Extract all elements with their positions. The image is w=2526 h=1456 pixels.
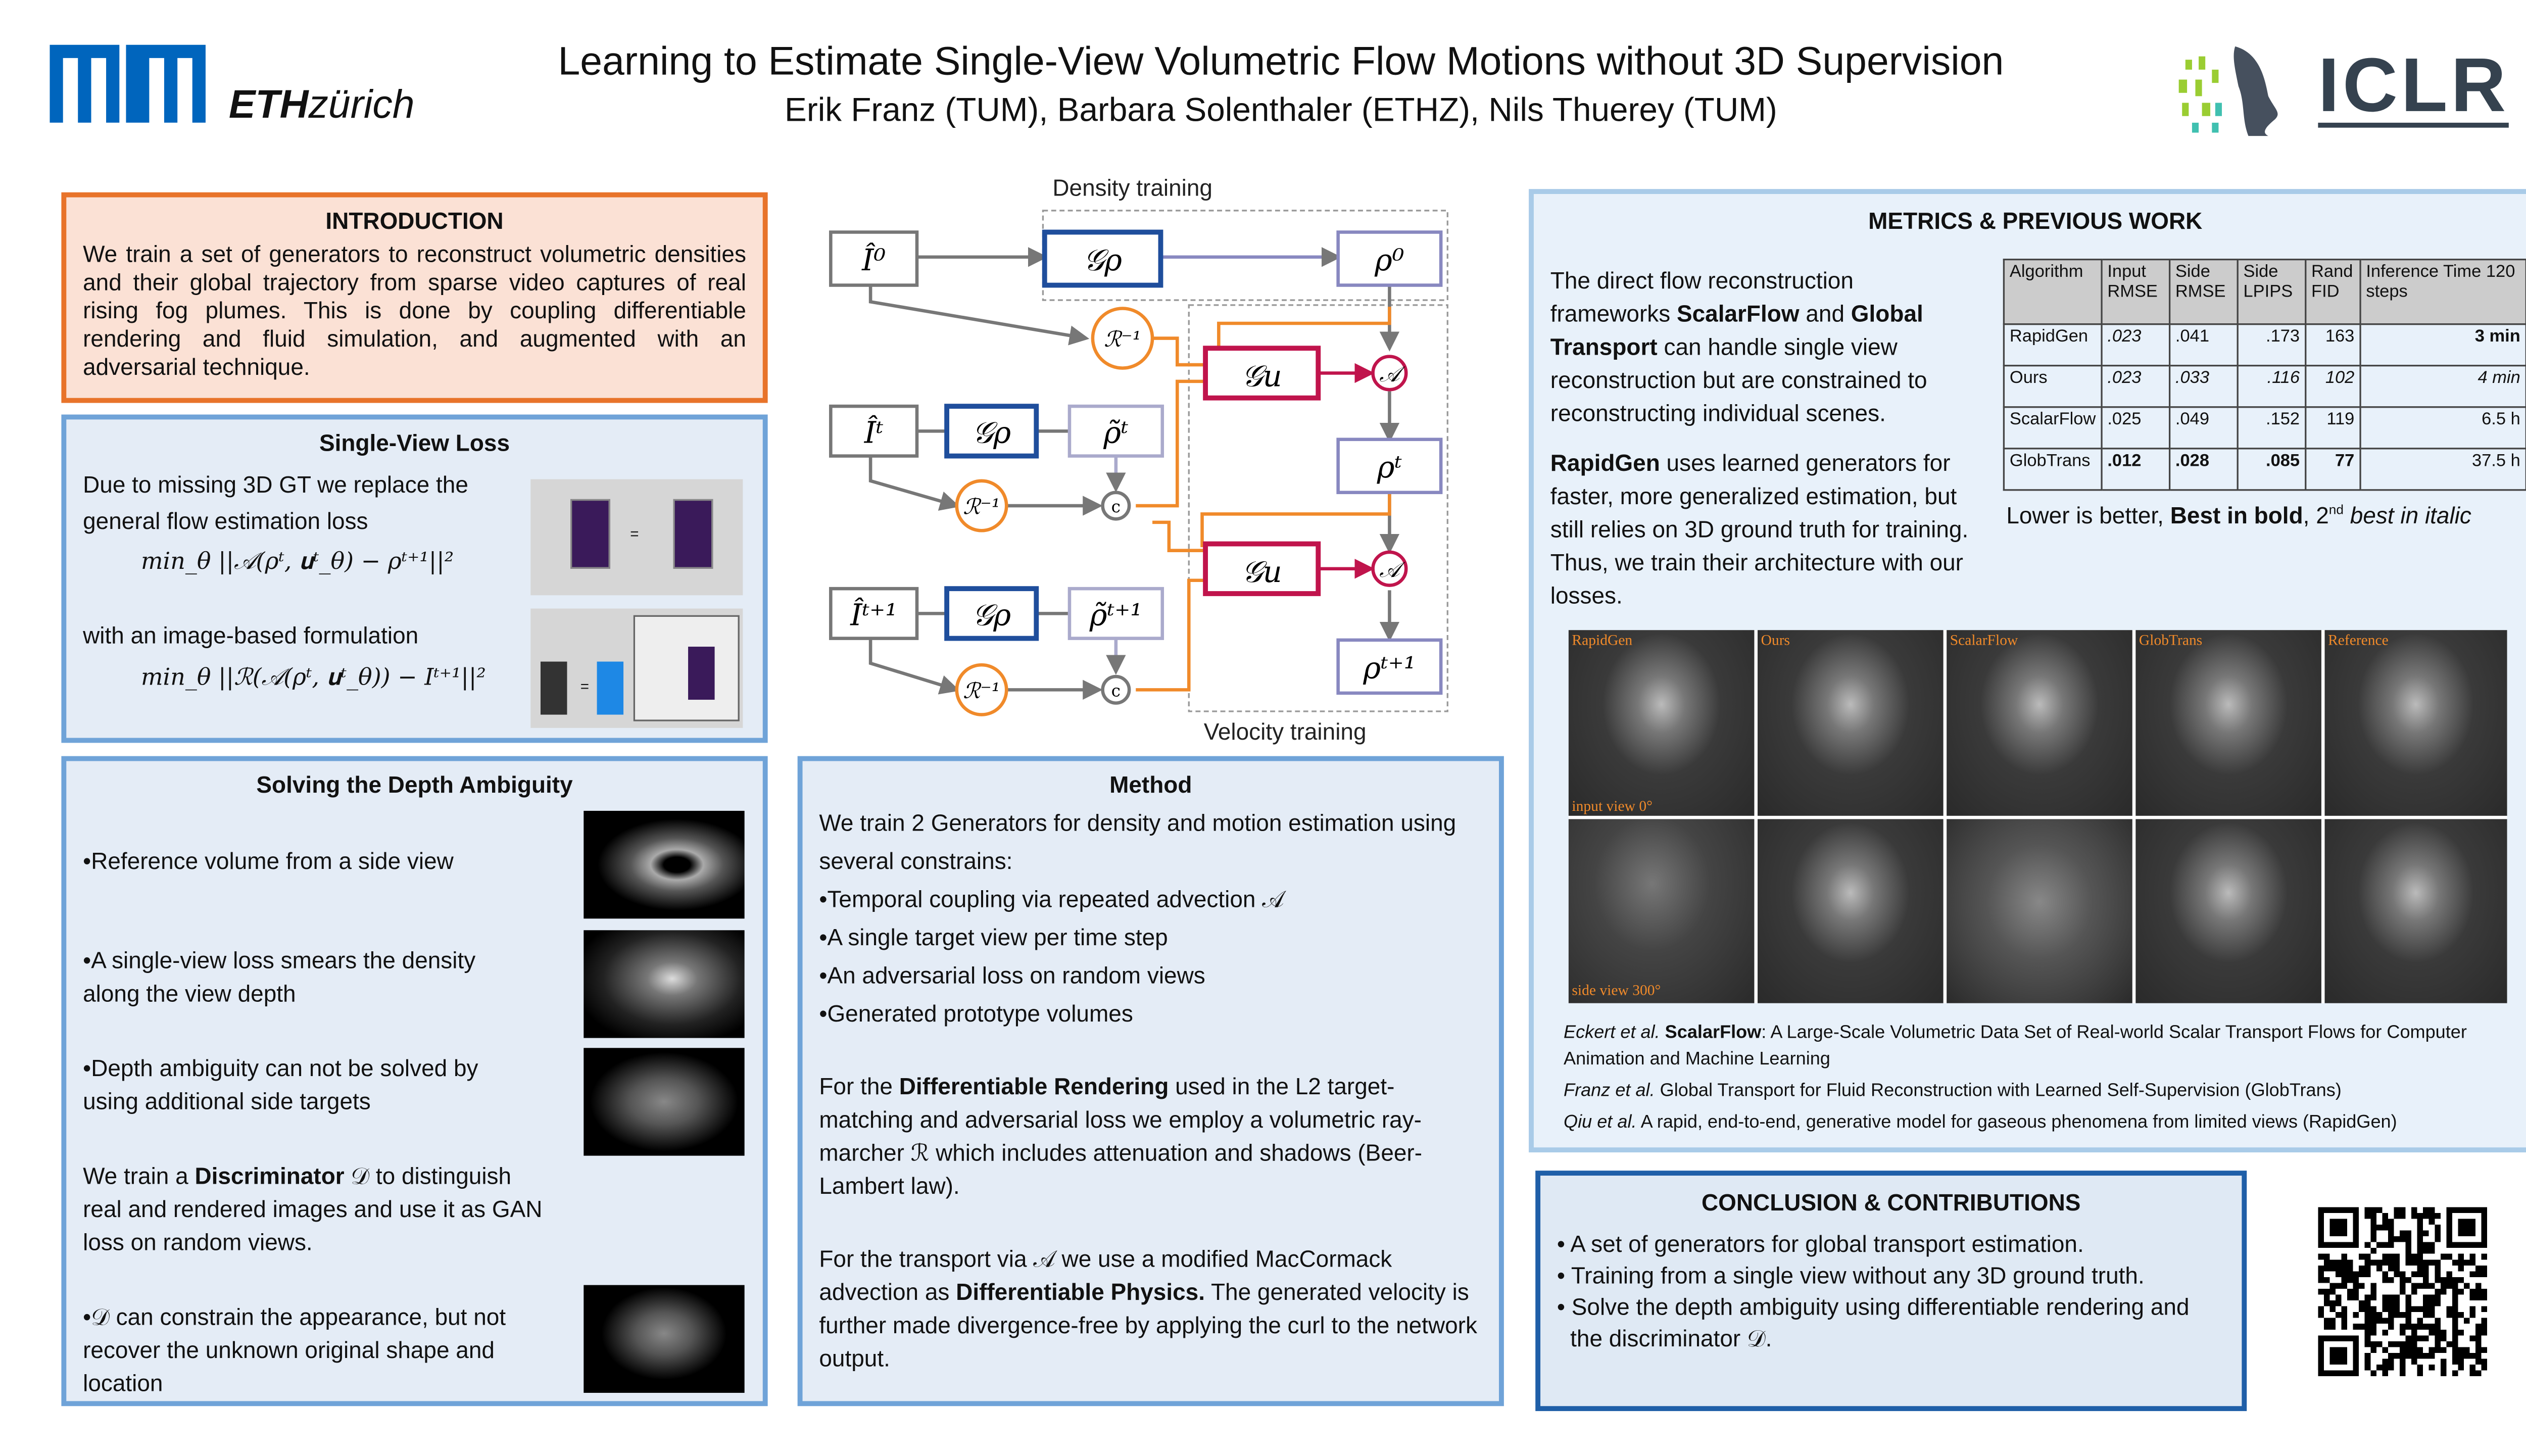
metrics-box: METRICS & PREVIOUS WORK The direct flow … <box>1529 189 2526 1153</box>
poster-authors: Erik Franz (TUM), Barbara Solenthaler (E… <box>785 92 1777 130</box>
figure-column-label: GlobTrans <box>2139 632 2203 649</box>
list-item: • Training from a single view without an… <box>1557 1261 2145 1289</box>
iclr-logo: ICLR <box>2318 41 2509 128</box>
density-t-node: ρᵗ <box>1377 450 1402 484</box>
figure-column-label: Reference <box>2328 632 2389 649</box>
previous-work-text: The direct flow reconstruction framework… <box>1550 267 1927 426</box>
depth-ambiguity-box: Solving the Depth Ambiguity •Reference v… <box>61 756 768 1406</box>
figure-row-label: side view 300° <box>1572 982 1661 998</box>
single-view-text: Due to missing 3D GT we replace the gene… <box>83 471 468 534</box>
velocity-training-label: Velocity training <box>1204 718 1367 745</box>
inverse-render-node: ℛ⁻¹ <box>963 678 1000 704</box>
list-item: • Solve the depth ambiguity using differ… <box>1557 1293 2190 1351</box>
reference-item: Eckert et al. ScalarFlow: A Large-Scale … <box>1564 1023 2467 1070</box>
figure-column-label: ScalarFlow <box>1950 632 2018 649</box>
introduction-heading: INTRODUCTION <box>325 207 504 234</box>
list-item: • A set of generators for global transpo… <box>1557 1230 2084 1257</box>
iclr-brain-icon <box>2178 46 2278 136</box>
density-0-node: ρ⁰ <box>1374 242 1404 277</box>
list-item: •𝒟 can constrain the appearance, but not… <box>83 1303 506 1396</box>
introduction-box: INTRODUCTION We train a set of generator… <box>61 192 768 403</box>
volume-icon <box>570 499 610 569</box>
comparison-figure: RapidGen Ours ScalarFlow GlobTrans Refer… <box>1568 630 2507 1003</box>
list-item: •Depth ambiguity can not be solved by us… <box>83 1054 478 1114</box>
poster-title: Learning to Estimate Single-View Volumet… <box>558 39 2004 85</box>
reference-item: Qiu et al. A rapid, end-to-end, generati… <box>1564 1112 2397 1133</box>
list-item: •An adversarial loss on random views <box>819 961 1205 989</box>
physics-paragraph: For the transport via 𝒜 we use a modifie… <box>819 1245 1477 1372</box>
list-item: •A single target view per time step <box>819 924 1168 950</box>
input-image-t: Îᵗ <box>864 414 884 450</box>
figure-row-label: input view 0° <box>1572 797 1653 814</box>
tum-logo <box>50 44 206 123</box>
introduction-text: We train a set of generators to reconstr… <box>83 240 746 380</box>
prototype-density-node: ρ̃ᵗ⁺¹ <box>1089 597 1142 632</box>
image-loss-equation: min_θ ||ℛ(𝒜(ρᵗ, 𝐮ᵗ_θ)) − Iᵗ⁺¹||² <box>140 665 486 692</box>
list-item: •A single-view loss smears the density a… <box>83 947 476 1007</box>
volume-comparison-figure: = <box>530 479 743 596</box>
concat-node: c <box>1111 497 1121 516</box>
input-image-0: Î⁰ <box>861 242 886 277</box>
figure-column-label: RapidGen <box>1572 632 1633 649</box>
conclusion-box: CONCLUSION & CONTRIBUTIONS • A set of ge… <box>1535 1171 2247 1412</box>
discriminator-volume-image <box>584 1285 745 1393</box>
flow-loss-equation: min_θ ||𝒜(ρᵗ, 𝐮ᵗ_θ) − ρᵗ⁺¹||² <box>140 549 454 575</box>
discriminator-text: We train a Discriminator 𝒟 to distinguis… <box>83 1162 543 1255</box>
table-caption: Lower is better, Best in bold, 2nd best … <box>2006 502 2471 528</box>
prototype-density-node: ρ̃ᵗ <box>1103 415 1129 450</box>
depth-heading: Solving the Depth Ambiguity <box>256 771 573 798</box>
smeared-volume-image <box>584 930 745 1038</box>
list-item: •Generated prototype volumes <box>819 1000 1133 1027</box>
rapidgen-text: RapidGen uses learned generators for fas… <box>1550 449 1969 609</box>
inverse-render-node: ℛ⁻¹ <box>963 494 1000 519</box>
method-box: Method We train 2 Generators for density… <box>797 756 1504 1406</box>
qr-code[interactable] <box>2318 1207 2488 1377</box>
velocity-generator-node: 𝒢u <box>1242 359 1282 394</box>
input-image-t1: Îᵗ⁺¹ <box>850 597 897 632</box>
density-generator-node: 𝒢ρ <box>1083 242 1122 277</box>
density-generator-node: 𝒢ρ <box>972 597 1011 632</box>
inverse-render-node: ℛ⁻¹ <box>1104 327 1141 352</box>
figure-column-label: Ours <box>1761 632 1790 649</box>
density-generator-node: 𝒢ρ <box>972 415 1011 450</box>
density-t1-node: ρᵗ⁺¹ <box>1363 650 1416 685</box>
list-item: •Reference volume from a side view <box>83 847 454 874</box>
concat-node: c <box>1111 681 1121 700</box>
single-view-heading: Single-View Loss <box>319 429 510 456</box>
volume-icon <box>673 499 713 569</box>
conclusion-heading: CONCLUSION & CONTRIBUTIONS <box>1701 1189 2081 1216</box>
method-heading: Method <box>1109 771 1192 798</box>
image-loss-text: with an image-based formulation <box>83 621 419 649</box>
render-comparison-figure: = <box>530 608 743 728</box>
method-body: We train 2 Generators for density and mo… <box>819 804 1482 1375</box>
reference-volume-image <box>584 810 745 919</box>
list-item: •Temporal coupling via repeated advectio… <box>819 885 1284 912</box>
side-target-volume-image <box>584 1048 745 1156</box>
rendering-paragraph: For the Differentiable Rendering used in… <box>819 1073 1423 1199</box>
references: Eckert et al. ScalarFlow: A Large-Scale … <box>1564 1020 2509 1136</box>
metrics-heading: METRICS & PREVIOUS WORK <box>1868 207 2203 234</box>
velocity-generator-node: 𝒢u <box>1242 554 1282 589</box>
single-view-loss-box: Single-View Loss Due to missing 3D GT we… <box>61 414 768 743</box>
architecture-diagram: Density training Velocity training Î⁰ Îᵗ… <box>829 174 1448 745</box>
density-training-label: Density training <box>1052 174 1212 201</box>
reference-item: Franz et al. Global Transport for Fluid … <box>1564 1081 2342 1101</box>
eth-logo: ETHzürich <box>228 83 415 128</box>
